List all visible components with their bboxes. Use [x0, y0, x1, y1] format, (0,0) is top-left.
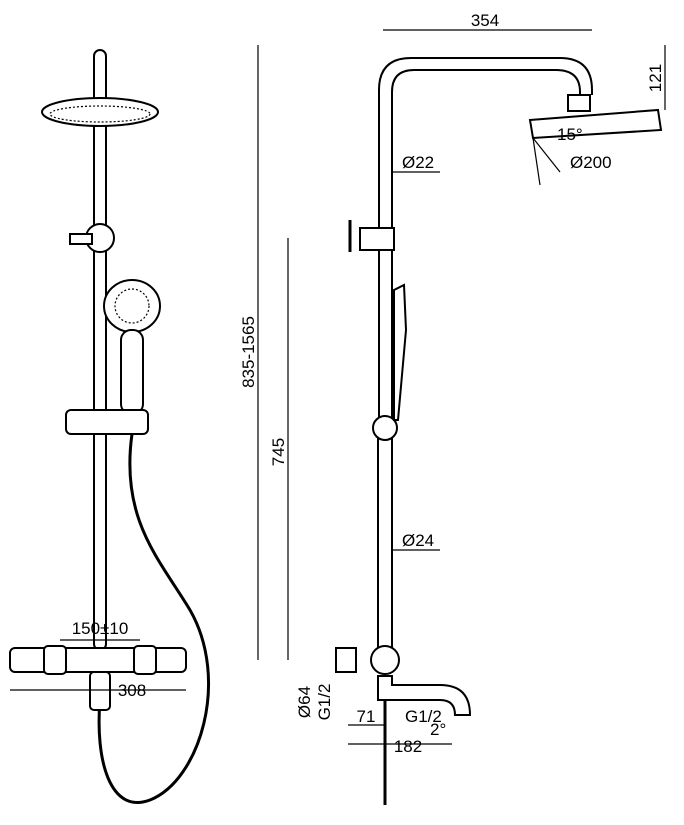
dim-mixer-width: 308 — [118, 681, 146, 700]
rain-shower-head — [41, 97, 159, 127]
hand-shower-head — [103, 279, 161, 333]
dim-bracket-diameter: Ø64 — [295, 686, 314, 718]
slide-holder — [65, 409, 149, 435]
mixer-knob-left — [43, 645, 67, 675]
dim-total-height: 835-1565 — [239, 316, 258, 388]
dim-spout-angle: 2° — [430, 720, 446, 739]
dim-lower-pipe: Ø24 — [402, 531, 434, 550]
dim-outlet-height: 745 — [269, 438, 288, 466]
riser-pipe — [93, 49, 107, 651]
mixer-spout — [89, 671, 111, 711]
hand-shower-face — [114, 288, 150, 324]
lower-pipe — [377, 419, 393, 651]
shower-arm-inner — [391, 69, 581, 420]
dim-inlet-centers: 150±10 — [72, 619, 129, 638]
dim-upper-pipe: Ø22 — [402, 153, 434, 172]
dim-bracket-thread: G1/2 — [315, 684, 334, 721]
rain-head-plate — [528, 108, 663, 140]
shower-arm — [378, 57, 593, 420]
mixer-knob-right — [133, 645, 157, 675]
dim-spout-thread: G1/2 — [405, 707, 442, 726]
slide-knob-side — [372, 415, 398, 441]
thermostatic-mixer — [9, 647, 187, 673]
hand-shower-side — [393, 283, 408, 421]
hand-shower-handle — [120, 329, 144, 415]
rain-head-nozzles — [49, 105, 151, 123]
rain-head-side — [567, 94, 591, 112]
dim-head-diameter: Ø200 — [570, 153, 612, 172]
head-angle-guide — [532, 135, 561, 186]
dim-arm-width: 354 — [471, 11, 499, 30]
bath-spout — [377, 675, 472, 716]
mixer-body-side — [370, 645, 400, 675]
wall-bracket — [335, 647, 357, 673]
dim-spout-length: 182 — [394, 737, 422, 756]
side-view: 354 121 15° Ø200 Ø22 835-1565 745 Ø24 Ø6… — [239, 11, 666, 805]
shower-hose — [97, 433, 211, 804]
dim-head-angle: 15° — [557, 125, 583, 144]
front-view: 150±10 308 — [9, 49, 211, 804]
dim-spout-offset: 71 — [357, 707, 376, 726]
dim-head-height: 121 — [646, 64, 665, 92]
diverter-side — [359, 227, 395, 251]
diverter-lever — [69, 233, 93, 245]
